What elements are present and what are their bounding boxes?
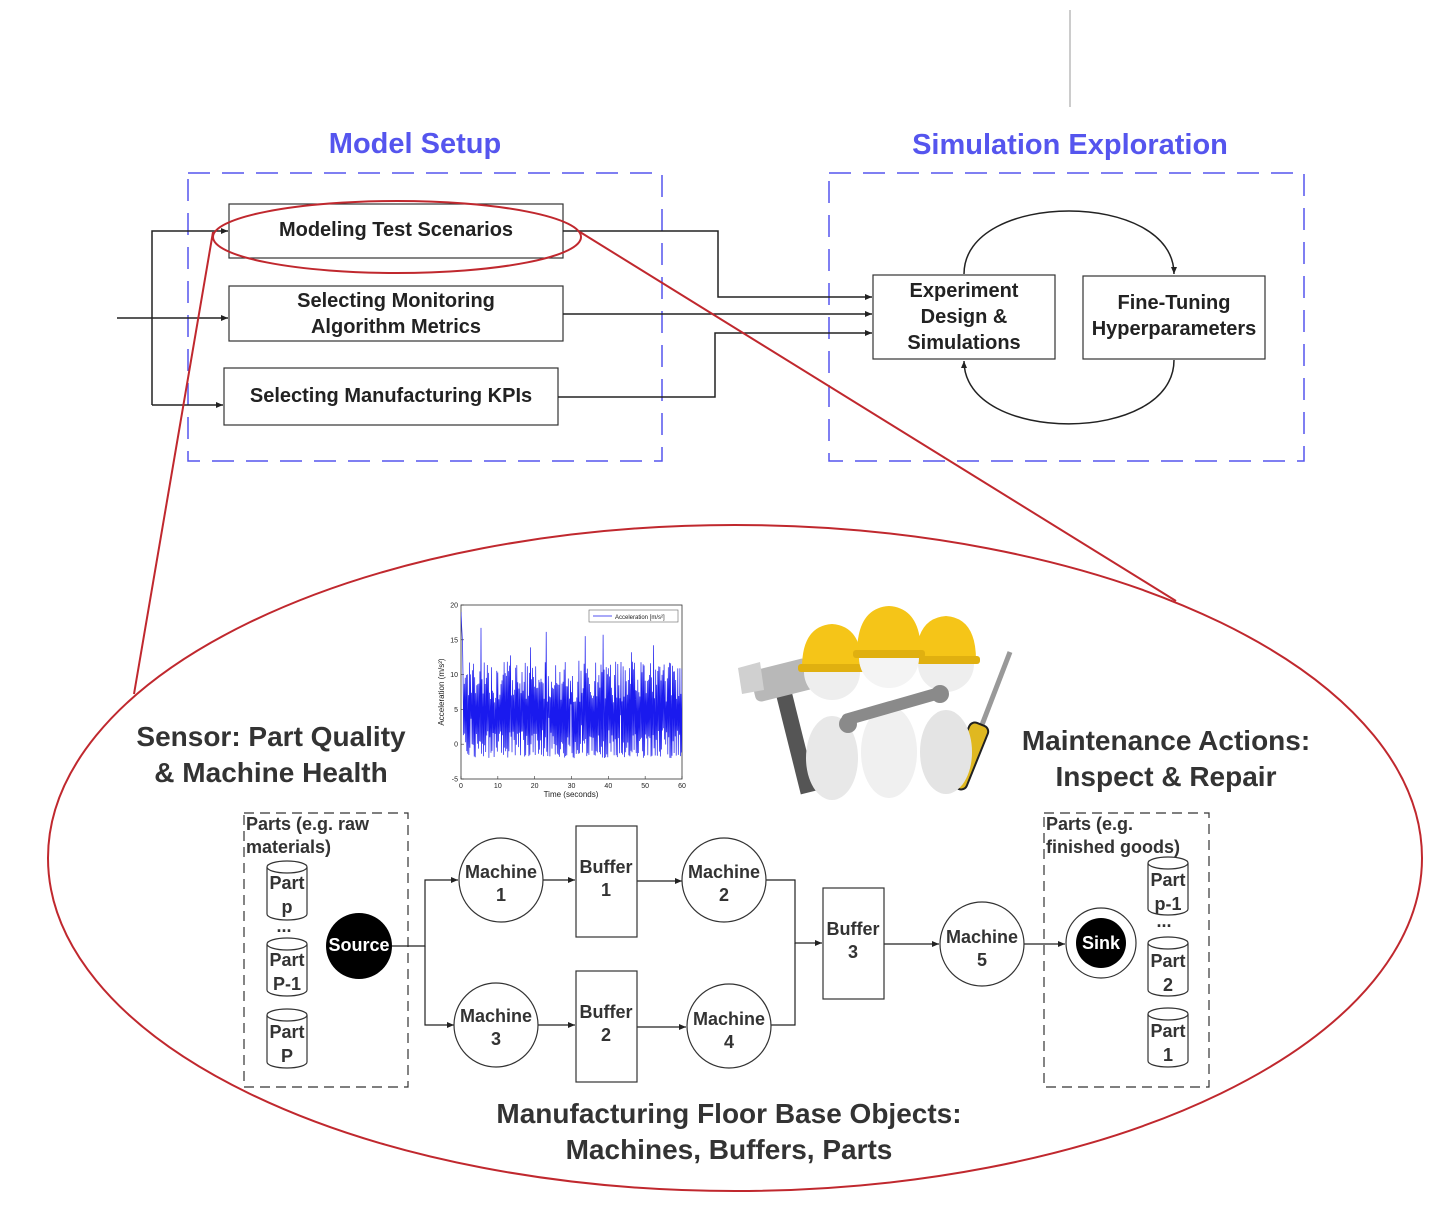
worker-figure-left — [798, 624, 866, 800]
input-ellipsis: ... — [276, 916, 291, 936]
source-label: Source — [328, 935, 389, 955]
manufacturing-kpis-label: Selecting Manufacturing KPIs — [250, 385, 532, 407]
chart-ylabel: Acceleration (m/s²) — [437, 658, 446, 725]
output-ellipsis: ... — [1156, 911, 1171, 931]
hammer-icon — [738, 658, 817, 795]
three-workers-with-tools-icon — [738, 606, 1013, 800]
x-tick-label: 0 — [459, 783, 463, 790]
x-tick-label: 60 — [678, 783, 686, 790]
chart-xlabel: Time (seconds) — [544, 790, 599, 799]
y-tick-label: 5 — [454, 707, 458, 714]
y-tick-label: 15 — [450, 637, 458, 644]
y-tick-label: 20 — [450, 603, 458, 610]
modeling-test-scenarios-label: Modeling Test Scenarios — [279, 219, 513, 241]
acceleration-series-line — [461, 611, 682, 759]
worker-figure-right — [912, 616, 980, 794]
zoom-line-right — [579, 231, 1177, 602]
sink-node — [1076, 918, 1126, 968]
zoom-detail-ellipse — [47, 524, 1423, 1192]
setup-to-simulation-connectors — [558, 230, 872, 398]
manufacturing-kpis-box — [223, 367, 559, 426]
y-tick-label: 10 — [450, 672, 458, 679]
floor-objects-label: Manufacturing Floor Base Objects:Machine… — [496, 1098, 961, 1165]
simulation-exploration-frame — [828, 172, 1305, 462]
fine-tuning-box — [1082, 275, 1266, 360]
flow-connectors — [392, 877, 1065, 1030]
monitoring-metrics-box — [228, 285, 564, 342]
x-tick-label: 40 — [604, 783, 612, 790]
worker-figure-center — [853, 606, 925, 798]
sensor-label: Sensor: Part Quality& Machine Health — [136, 721, 406, 788]
y-tick-label: -5 — [452, 777, 458, 784]
x-tick-label: 20 — [531, 783, 539, 790]
output-parts-group — [1043, 812, 1210, 1088]
sink-label: Sink — [1082, 933, 1121, 953]
iteration-loop — [961, 210, 1177, 425]
input-parts-group — [243, 812, 409, 1088]
x-tick-label: 10 — [494, 783, 502, 790]
output-parts-label: Parts (e.g.finished goods) — [1046, 814, 1180, 857]
chart-legend: Acceleration [m/s²] — [588, 609, 679, 623]
model-setup-title: Model Setup — [329, 128, 501, 160]
zoom-line-left — [133, 231, 214, 695]
simulation-exploration-title: Simulation Exploration — [912, 129, 1228, 161]
model-setup-frame — [187, 172, 663, 462]
y-tick-label: 0 — [454, 742, 458, 749]
maintenance-label: Maintenance Actions:Inspect & Repair — [1022, 725, 1310, 792]
input-connectors — [117, 228, 228, 408]
x-tick-label: 30 — [568, 783, 576, 790]
wrench-icon — [839, 685, 949, 733]
experiment-design-box — [872, 274, 1056, 360]
source-node — [326, 913, 392, 979]
modeling-test-scenarios-box — [228, 203, 564, 259]
x-tick-label: 50 — [641, 783, 649, 790]
legend-label: Acceleration [m/s²] — [615, 615, 665, 621]
